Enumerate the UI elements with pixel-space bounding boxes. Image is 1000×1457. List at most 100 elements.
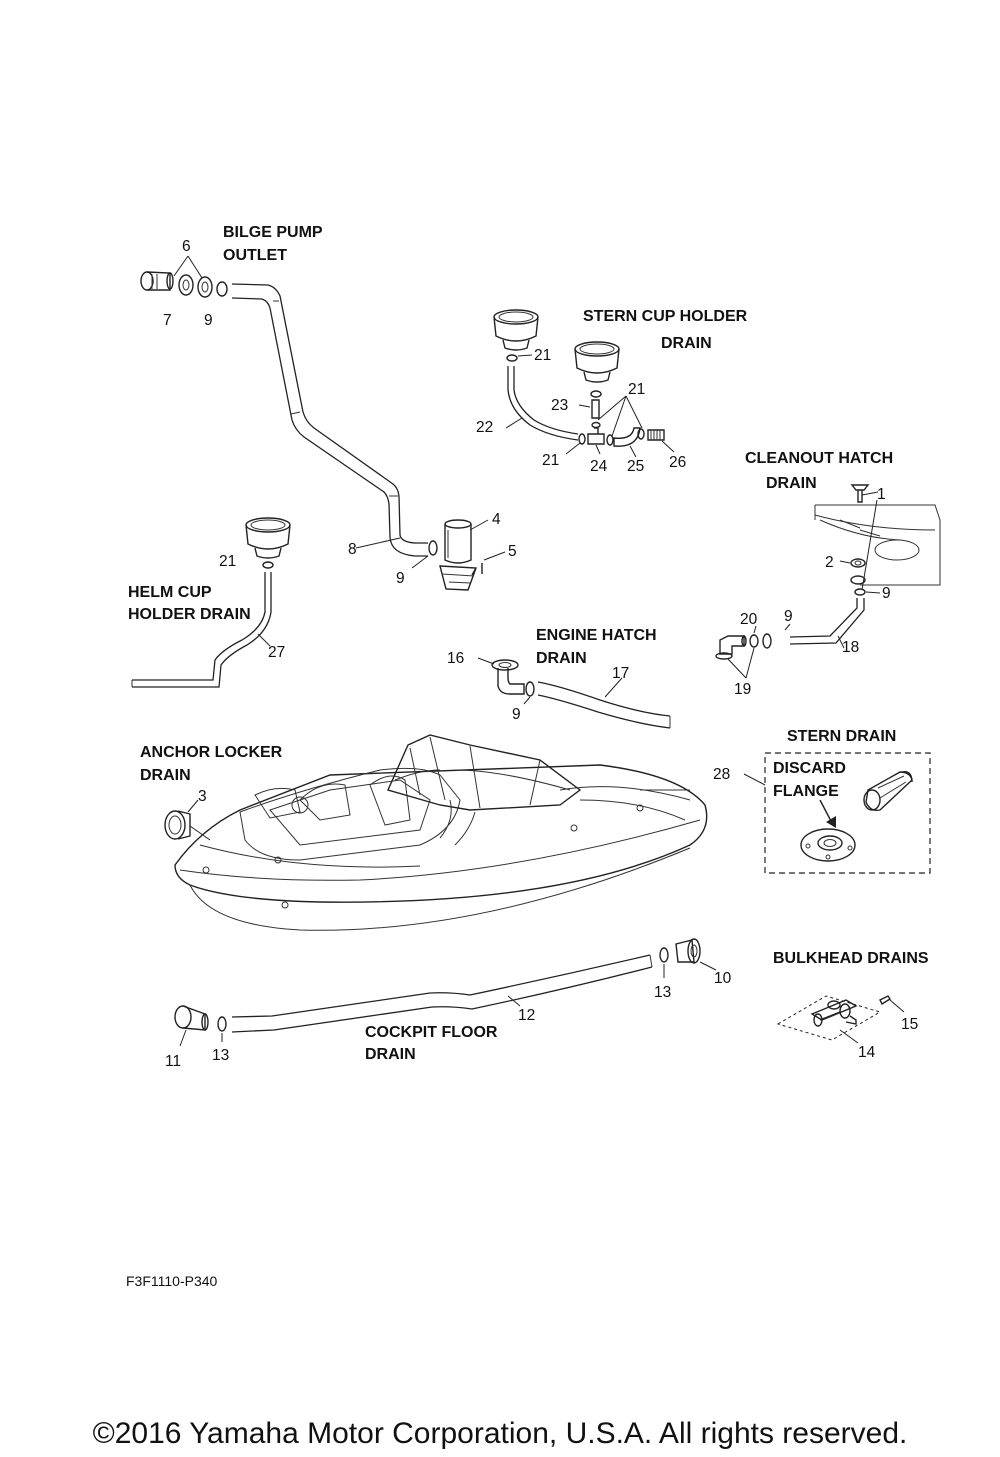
- part-number: 11: [165, 1053, 181, 1070]
- bulkhead-drain-outline: [776, 995, 882, 1041]
- part-number: 9: [204, 312, 213, 329]
- screw: [879, 995, 891, 1006]
- hose-clamp: [762, 633, 772, 649]
- washer: [749, 634, 759, 648]
- bulkhead-drains-group: BULKHEAD DRAINS 15 14: [773, 950, 929, 1061]
- part-number: 4: [492, 511, 501, 528]
- part-number: 2: [825, 554, 834, 571]
- part-number: 9: [784, 608, 793, 625]
- part-number: 23: [551, 397, 568, 414]
- hose-clamp: [659, 947, 669, 963]
- part-number: 9: [396, 570, 405, 587]
- washer: [178, 274, 194, 296]
- washer: [850, 558, 866, 568]
- part-number: 21: [542, 452, 559, 469]
- clamp: [590, 390, 602, 398]
- part-number: 21: [628, 381, 645, 398]
- hose-clamp: [525, 681, 535, 697]
- helm-cup-holder-drain-label-2: HOLDER DRAIN: [128, 606, 251, 623]
- part-number: 26: [669, 454, 686, 471]
- part-number: 5: [508, 543, 517, 560]
- bilge-pump: [439, 519, 477, 591]
- helm-cup-holder-drain-label-1: HELM CUP: [128, 584, 212, 601]
- clamp: [591, 421, 601, 429]
- stern-drain-group: STERN DRAIN DISCARD FLANGE 28: [713, 728, 931, 874]
- part-number: 13: [654, 984, 671, 1001]
- part-number: 3: [198, 788, 207, 805]
- bulkhead-drains-label: BULKHEAD DRAINS: [773, 950, 929, 967]
- threaded-fitting: [647, 429, 665, 441]
- engine-hatch-drain-label-2: DRAIN: [536, 650, 587, 667]
- part-number: 9: [882, 585, 891, 602]
- cockpit-floor-drain-label-1: COCKPIT FLOOR: [365, 1024, 498, 1041]
- hatch-drain-fitting: [491, 659, 525, 695]
- part-number: 27: [268, 644, 285, 661]
- stern-drain-plug: [863, 771, 913, 812]
- cup-holder: [245, 517, 291, 559]
- tube: [591, 399, 600, 419]
- thru-hull-fitting-7: [140, 271, 174, 291]
- anchor-locker-drain-plug: [164, 810, 191, 840]
- anchor-locker-drain-label-1: ANCHOR LOCKER: [140, 744, 283, 761]
- part-number: 8: [348, 541, 357, 558]
- boat-illustration: [174, 734, 708, 931]
- part-number: 10: [714, 970, 732, 987]
- nut: [197, 276, 213, 298]
- tee-fitting: [587, 427, 605, 445]
- part-number: 24: [590, 458, 608, 475]
- part-number: 7: [163, 312, 172, 329]
- elbow-fitting: [715, 635, 747, 660]
- bilge-pump-outlet-label-2: OUTLET: [223, 247, 287, 264]
- clamp: [854, 588, 866, 596]
- cockpit-floor-drain-group: COCKPIT FLOOR DRAIN 12 10 13 11 13: [165, 938, 732, 1070]
- cleanout-hatch-drain-label-2: DRAIN: [766, 475, 817, 492]
- drain-fitting: [174, 1005, 209, 1031]
- anchor-locker-drain-label-2: DRAIN: [140, 767, 191, 784]
- clamp: [262, 561, 274, 569]
- stern-drain-flange: [800, 828, 856, 862]
- diagram-code: F3F1110-P340: [126, 1273, 218, 1289]
- engine-hatch-drain-label-1: ENGINE HATCH: [536, 627, 657, 644]
- cup-holder: [574, 341, 620, 383]
- part-number: 19: [734, 681, 751, 698]
- elbow-hose: [613, 427, 641, 447]
- hatch-panel: [814, 504, 941, 586]
- cup-holder: [493, 309, 539, 351]
- part-number: 6: [182, 238, 191, 255]
- drain-fitting: [675, 938, 701, 964]
- anchor-locker-drain-group: ANCHOR LOCKER DRAIN 3: [140, 744, 283, 841]
- part-number: 20: [740, 611, 758, 628]
- engine-hatch-drain-group: ENGINE HATCH DRAIN 16 9 17: [447, 627, 671, 729]
- part-number: 15: [901, 1016, 918, 1033]
- hose-clamp: [217, 1016, 227, 1032]
- cockpit-floor-drain-label-2: DRAIN: [365, 1046, 416, 1063]
- bilge-pump-outlet-group: BILGE PUMP OUTLET 6 7 9 8 9: [140, 224, 517, 591]
- hose-clamp: [428, 540, 438, 556]
- part-number: 14: [858, 1044, 876, 1061]
- part-number: 28: [713, 766, 730, 783]
- part-number: 12: [518, 1007, 535, 1024]
- part-number: 18: [842, 639, 859, 656]
- helm-cup-holder-drain-group: HELM CUP HOLDER DRAIN 21 27: [128, 517, 291, 688]
- copyright-notice: ©2016 Yamaha Motor Corporation, U.S.A. A…: [93, 1417, 908, 1450]
- part-number: 13: [212, 1047, 229, 1064]
- part-number: 25: [627, 458, 644, 475]
- hose-clamp: [216, 281, 228, 297]
- screw: [850, 484, 870, 503]
- stern-cup-holder-drain-label-1: STERN CUP HOLDER: [583, 308, 748, 325]
- washer: [850, 575, 866, 585]
- stern-drain-label: STERN DRAIN: [787, 728, 896, 745]
- part-number: 9: [512, 706, 521, 723]
- discard-flange-label-1: DISCARD: [773, 760, 846, 777]
- part-number: 22: [476, 419, 493, 436]
- stern-cup-holder-drain-label-2: DRAIN: [661, 335, 712, 352]
- bulkhead-drain-valve: [810, 999, 858, 1027]
- cleanout-hatch-drain-group: CLEANOUT HATCH DRAIN 1 2 9 18 9: [715, 450, 941, 698]
- arrow: [819, 799, 833, 824]
- bilge-pump-outlet-label-1: BILGE PUMP: [223, 224, 323, 241]
- part-number: 16: [447, 650, 464, 667]
- part-number: 21: [534, 347, 551, 364]
- discard-flange-label-2: FLANGE: [773, 783, 839, 800]
